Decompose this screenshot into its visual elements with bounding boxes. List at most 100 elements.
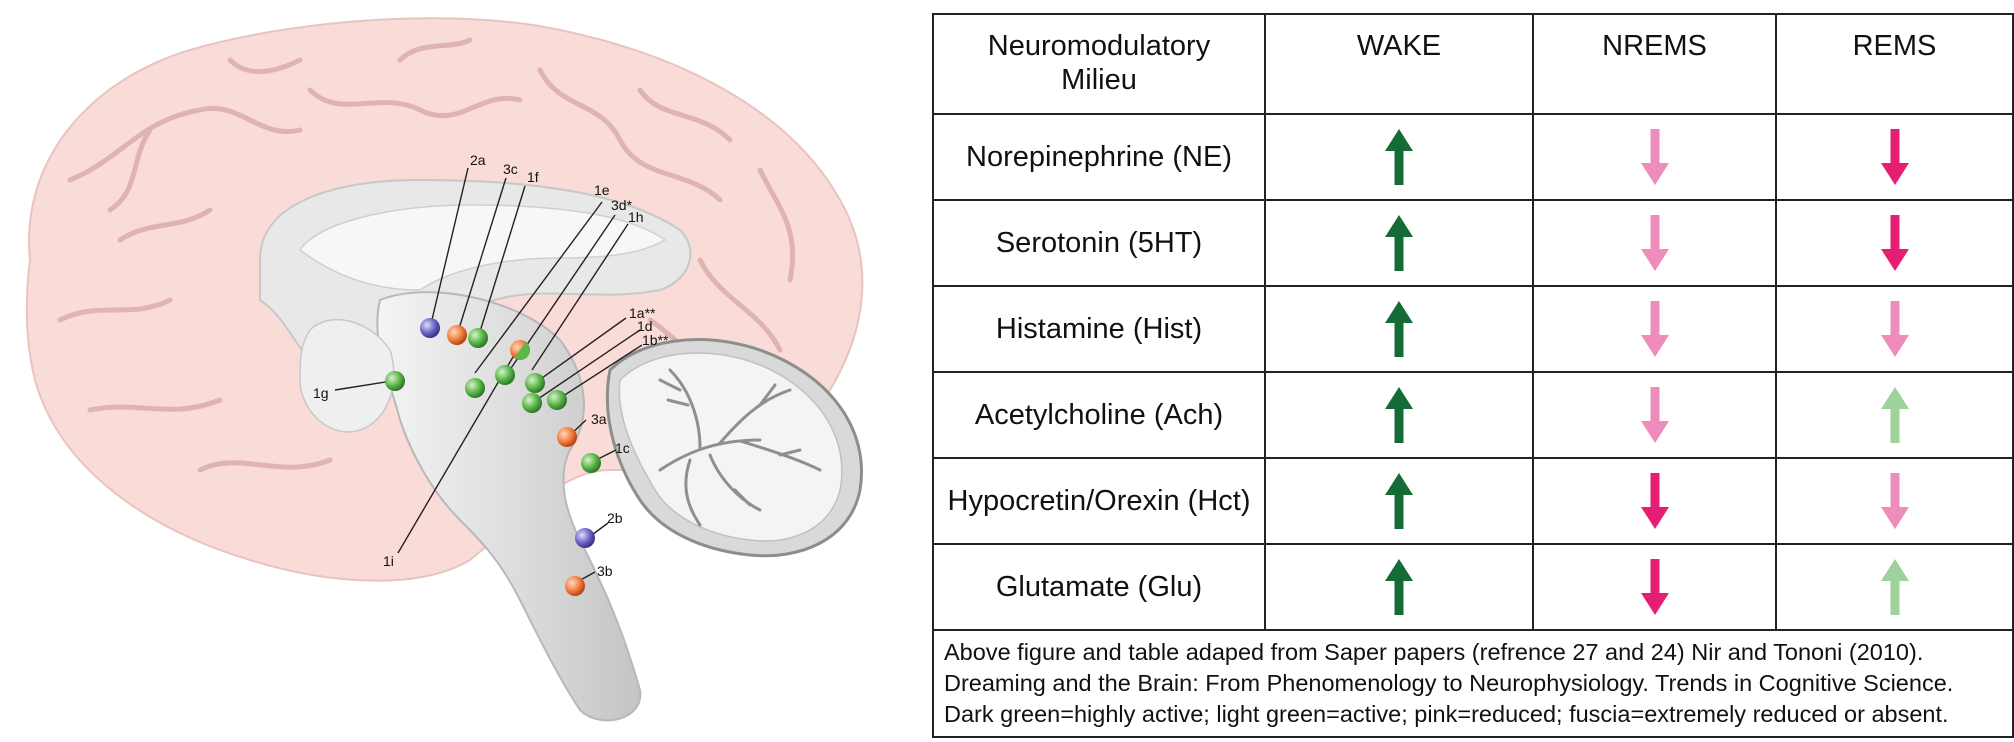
arrow-up-icon [1880,387,1909,443]
arrow-up-icon [1385,301,1413,357]
table-row: Histamine (Hist) [932,285,2014,373]
label-1i: 1i [383,553,394,569]
cell-nrems [1532,543,1777,631]
table-notes-row: Above figure and table adaped from Saper… [932,629,2014,738]
header-milieu: Neuromodulatory Milieu [932,13,1266,115]
note-line-2: Dreaming and the Brain: From Phenomenolo… [944,670,1954,696]
arrow-up-icon [1385,129,1413,185]
arrow-shape [1640,129,1669,185]
label-1a: 1a** [629,305,656,321]
marker-1d [522,393,542,413]
cell-nrems [1532,371,1777,459]
arrow-shape [1385,215,1413,271]
marker-1f [468,328,488,348]
table-row: Serotonin (5HT) [932,199,2014,287]
cell-nrems [1532,113,1777,201]
cell-rems [1775,285,2014,373]
arrow-down-icon [1880,215,1909,271]
arrow-down-icon [1880,473,1909,529]
note-line-1: Above figure and table adaped from Saper… [944,639,1924,665]
arrow-down-icon [1880,301,1909,357]
cell-nrems [1532,199,1777,287]
cell-rems [1775,543,2014,631]
arrow-down-icon [1640,473,1669,529]
cell-wake [1264,543,1534,631]
arrow-shape [1640,387,1669,443]
header-wake: WAKE [1264,13,1534,115]
arrow-down-icon [1640,559,1669,615]
cell-nrems [1532,285,1777,373]
label-2a: 2a [470,152,486,168]
neuromodulator-table: Neuromodulatory Milieu WAKE NREMS REMS N… [932,13,2014,738]
label-1g: 1g [313,385,329,401]
cell-wake [1264,113,1534,201]
marker-2a [420,318,440,338]
arrow-shape [1385,559,1413,615]
arrow-shape [1385,129,1413,185]
label-1d: 1d [637,318,653,334]
label-3d: 3d* [611,197,633,213]
cell-rems [1775,371,2014,459]
marker-1b [547,390,567,410]
arrow-shape [1640,559,1669,615]
arrow-shape [1880,129,1909,185]
neuromodulator-name: Serotonin (5HT) [932,199,1266,287]
marker-3a [557,427,577,447]
arrow-down-icon [1640,301,1669,357]
neuromodulator-name: Hypocretin/Orexin (Hct) [932,457,1266,545]
arrow-shape [1640,473,1669,529]
arrow-shape [1880,387,1909,443]
label-1b: 1b** [642,332,669,348]
arrow-shape [1880,215,1909,271]
label-3b: 3b [597,563,613,579]
cell-wake [1264,199,1534,287]
arrow-shape [1880,559,1909,615]
arrow-shape [1385,473,1413,529]
marker-1e [465,378,485,398]
label-3a: 3a [591,411,607,427]
arrow-up-icon [1385,387,1413,443]
arrow-up-icon [1385,473,1413,529]
arrow-down-icon [1640,129,1669,185]
header-nrems: NREMS [1532,13,1777,115]
arrow-up-icon [1385,559,1413,615]
cell-rems [1775,199,2014,287]
marker-3c [447,325,467,345]
neuromodulator-name: Glutamate (Glu) [932,543,1266,631]
header-rems: REMS [1775,13,2014,115]
table-notes: Above figure and table adaped from Saper… [932,629,2014,738]
nucleus-markers [385,318,601,596]
label-1h: 1h [628,209,644,225]
arrow-shape [1385,301,1413,357]
arrow-down-icon [1880,129,1909,185]
arrow-up-icon [1880,559,1909,615]
label-2b: 2b [607,510,623,526]
cell-nrems [1532,457,1777,545]
label-1e: 1e [594,182,610,198]
arrow-shape [1640,215,1669,271]
neuromodulator-name: Norepinephrine (NE) [932,113,1266,201]
marker-2b [575,528,595,548]
label-3c: 3c [503,161,518,177]
arrow-up-icon [1385,215,1413,271]
neuromodulator-name: Histamine (Hist) [932,285,1266,373]
arrow-shape [1880,473,1909,529]
marker-1h [495,365,515,385]
table-row: Norepinephrine (NE) [932,113,2014,201]
arrow-shape [1385,387,1413,443]
marker-1g [385,371,405,391]
brainstem [376,291,642,722]
table-row: Acetylcholine (Ach) [932,371,2014,459]
arrow-down-icon [1640,387,1669,443]
note-line-3: Dark green=highly active; light green=ac… [944,701,1949,727]
table-header-row: Neuromodulatory Milieu WAKE NREMS REMS [932,13,2014,115]
cell-wake [1264,285,1534,373]
arrow-down-icon [1640,215,1669,271]
cell-wake [1264,457,1534,545]
table-row: Glutamate (Glu) [932,543,2014,631]
marker-1c [581,453,601,473]
label-1c: 1c [615,440,630,456]
label-1f: 1f [527,169,539,185]
brain-sagittal-illustration: 2a 3c 1f 1e 3d* 1h 1a** 1d 1b** 1g 3a 1c… [25,17,864,722]
cell-wake [1264,371,1534,459]
